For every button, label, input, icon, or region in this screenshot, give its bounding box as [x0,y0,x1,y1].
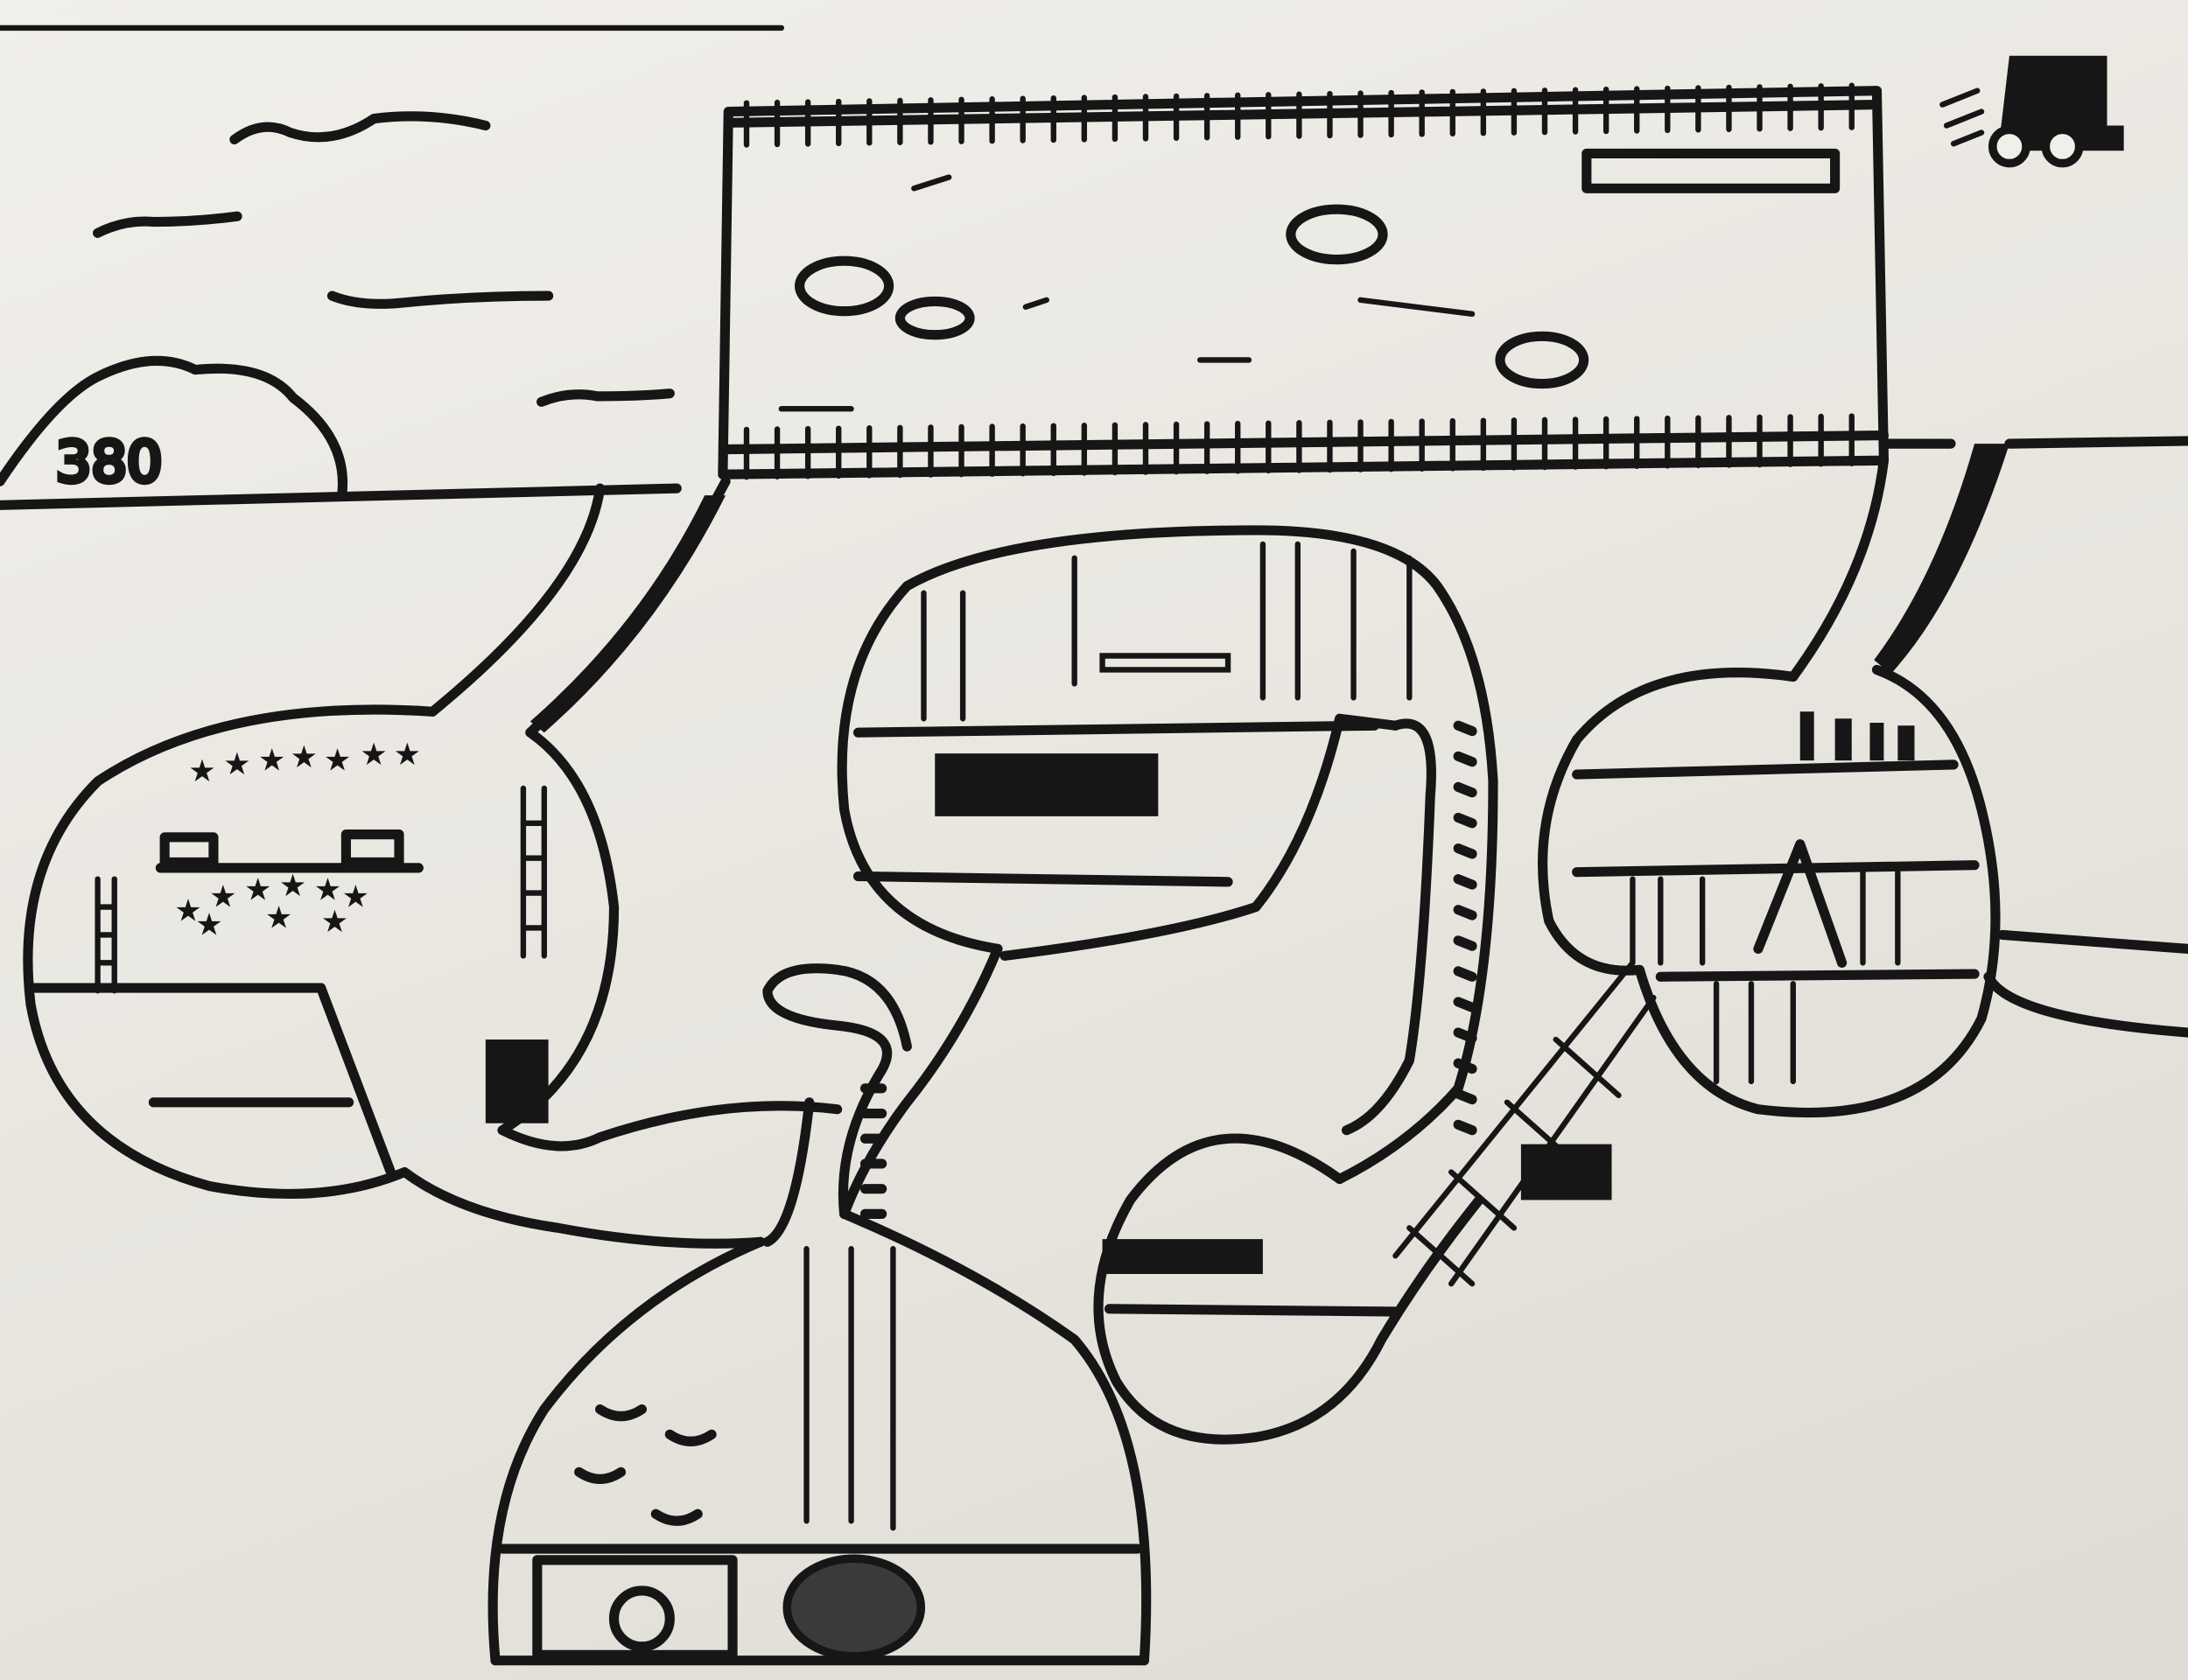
clouds [93,111,675,407]
star-icon: ★ [174,892,201,928]
star-icon: ★ [321,904,348,940]
path-dash [1453,874,1477,890]
path-dash [1453,905,1477,920]
star-icon: ★ [258,742,285,778]
bush-marks: 380 [56,430,163,495]
path-dash [1453,781,1477,798]
path-dash [1453,1027,1477,1044]
star-icon: ★ [314,872,341,908]
sheep [795,204,1589,389]
bottom-chamber [487,1208,1152,1666]
star-icon: ★ [209,879,236,915]
star-icon: ★ [188,753,215,789]
path-dash [1453,935,1477,951]
path-dash [1453,720,1477,737]
star-icon: ★ [265,900,292,935]
left-tunnel [427,476,731,738]
star-icon: ★ [394,737,421,773]
path-dash [1453,997,1477,1012]
star-icon: ★ [244,872,271,908]
ground-line [0,436,2188,510]
fenced-field [718,82,1890,480]
path-dash [1453,843,1477,859]
path-dash [1453,1119,1477,1136]
small-chamber [762,963,912,1247]
left-chamber: ★★★★★★★★★★★★★★★★ [23,704,843,1249]
path-dash [1453,1088,1477,1105]
trough [1581,148,1841,193]
star-icon: ★ [291,739,318,775]
path-dash [1453,966,1477,982]
path-dash [1453,812,1477,829]
right-chamber [1538,444,2188,1118]
star-icon: ★ [223,746,250,782]
star-icon: ★ [360,737,387,773]
truck [1939,55,2124,168]
bush: 380 [0,355,348,500]
star-icon: ★ [195,906,222,942]
star-icon: ★ [342,879,369,915]
path-dash [1453,751,1477,767]
path-dash [1453,1058,1477,1074]
middle-right-chamber [1093,960,1657,1445]
star-icon: ★ [279,868,306,904]
center-chamber [837,525,1498,1219]
star-icon: ★ [324,742,351,778]
